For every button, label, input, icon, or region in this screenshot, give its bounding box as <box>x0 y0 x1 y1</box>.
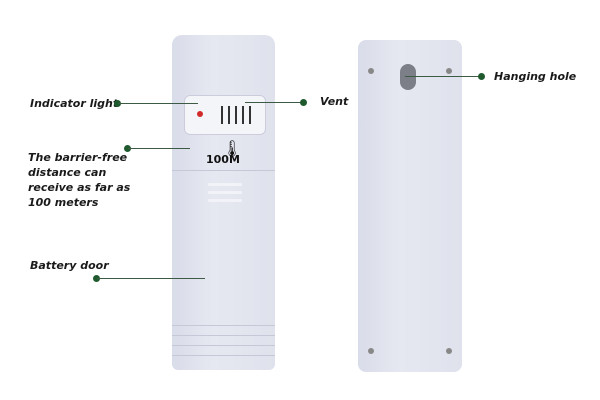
ridge <box>172 335 275 336</box>
ridge <box>172 355 275 356</box>
callout-line <box>405 76 480 77</box>
thermometer-icon: 🌡 <box>222 139 243 158</box>
callout-dot <box>478 73 485 80</box>
callout-dot <box>93 275 100 282</box>
grip-ridge <box>208 199 242 202</box>
callout-dot <box>114 100 121 107</box>
callout-dot <box>124 145 131 152</box>
vent-slot <box>242 106 244 124</box>
callout-line <box>97 278 205 279</box>
display-window <box>184 95 266 135</box>
label-indicator-light: Indicator light <box>30 97 119 110</box>
indicator-led <box>197 111 203 117</box>
sensor-front: 🌡 100M <box>172 35 275 370</box>
screw <box>368 68 374 74</box>
vent-slot <box>221 106 223 124</box>
grip-ridge <box>208 191 242 194</box>
battery-door-seam <box>172 170 275 171</box>
callout-line <box>128 148 190 149</box>
vent-slot <box>228 106 230 124</box>
label-barrier-free: The barrier-free distance can receive as… <box>28 151 131 209</box>
vent-slot <box>235 106 237 124</box>
screw <box>368 348 374 354</box>
callout-dot <box>300 99 307 106</box>
vent-slot <box>249 106 251 124</box>
sensor-back <box>358 40 462 372</box>
callout-line <box>118 103 198 104</box>
range-mark: 100M <box>206 153 240 166</box>
ridge <box>172 345 275 346</box>
label-hanging-hole: Hanging hole <box>494 70 577 83</box>
grip-ridge <box>208 183 242 186</box>
label-vent: Vent <box>320 95 349 108</box>
screw <box>446 68 452 74</box>
label-battery-door: Battery door <box>30 259 109 272</box>
callout-line <box>245 102 302 103</box>
screw <box>446 348 452 354</box>
hanging-hole <box>400 64 416 90</box>
ridge <box>172 325 275 326</box>
